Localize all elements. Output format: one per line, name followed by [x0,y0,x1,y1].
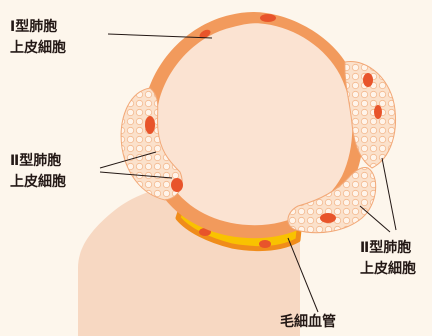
type2-cell-label-right: Ⅱ型肺胞 上皮細胞 [360,238,416,280]
type2-cell-label-right-line2: 上皮細胞 [360,259,416,280]
type2-cell-label-left-line2: 上皮細胞 [10,172,66,193]
type2-right-leader-line-2 [360,206,390,232]
type2-right-leader-line-1 [382,158,396,230]
type2-cell-nucleus [320,213,336,223]
capillary-label: 毛細血管 [280,312,336,333]
type2-cell-label-left-line1: Ⅱ型肺胞 [10,151,66,172]
type1-cell-label-line2: 上皮細胞 [10,38,66,59]
capillary-cell-nucleus [259,240,271,248]
type1-cell-label: Ⅰ型肺胞 上皮細胞 [10,17,66,59]
type2-cell-nucleus [171,178,183,192]
type2-cell-nucleus [374,105,382,119]
type1-cell-nucleus [260,14,276,22]
type1-cell-label-line1: Ⅰ型肺胞 [10,17,66,38]
type2-cell-nucleus [145,116,155,134]
type2-cell-nucleus [363,73,373,87]
type2-cell-label-right-line1: Ⅱ型肺胞 [360,238,416,259]
type2-cell-label-left: Ⅱ型肺胞 上皮細胞 [10,151,66,193]
